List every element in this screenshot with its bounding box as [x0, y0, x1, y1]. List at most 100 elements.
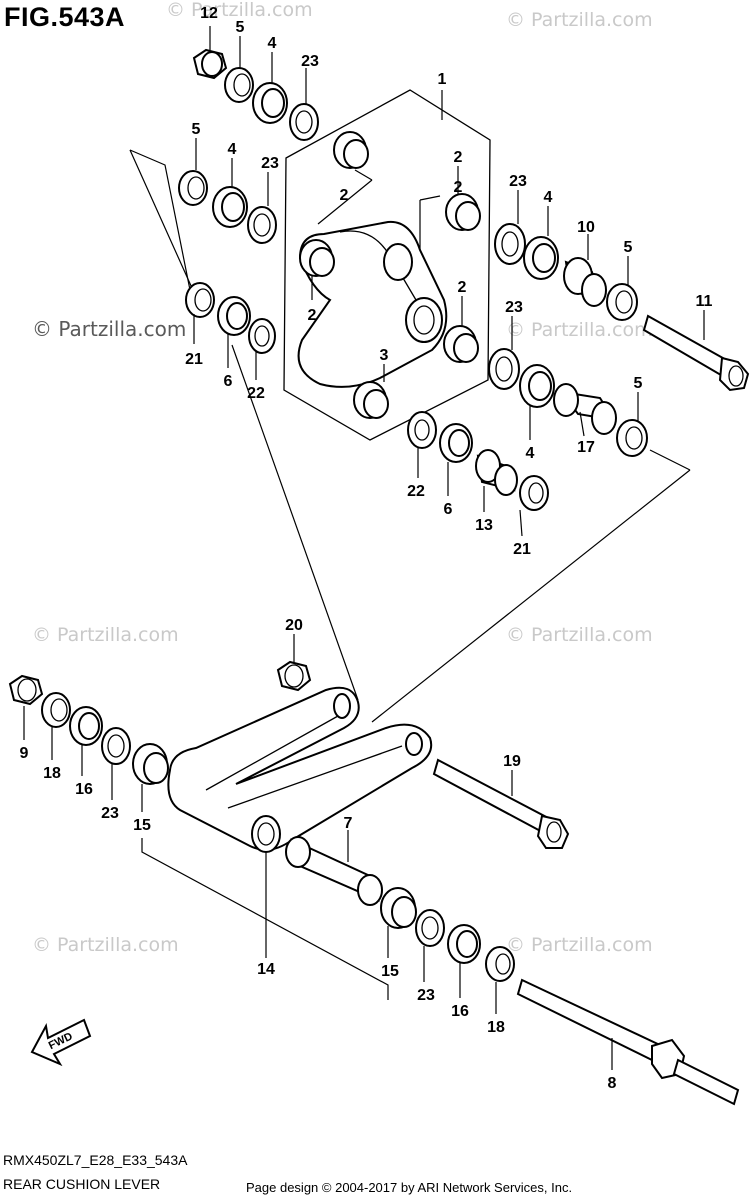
callout-label[interactable]: 22: [247, 385, 265, 402]
cushion-rod-14[interactable]: [167, 686, 433, 853]
callout-label[interactable]: 6: [224, 373, 233, 390]
collar-5-upper[interactable]: [224, 67, 254, 103]
callout-label[interactable]: 2: [340, 187, 349, 204]
callout-label[interactable]: 4: [526, 445, 535, 462]
washer-23-lower-left[interactable]: [101, 727, 131, 765]
bearing-3[interactable]: [353, 381, 389, 419]
nut-20[interactable]: [276, 660, 312, 692]
nut-9[interactable]: [8, 674, 44, 706]
seal-6-right[interactable]: [439, 423, 473, 463]
bearing-2-a[interactable]: [333, 131, 369, 169]
callout-label[interactable]: 8: [608, 1075, 617, 1092]
callout-label[interactable]: 3: [380, 347, 389, 364]
figure-title: FIG.543A: [4, 2, 126, 32]
callout-label[interactable]: 15: [133, 817, 151, 834]
seal-4-right[interactable]: [523, 236, 559, 280]
callout-label[interactable]: 2: [454, 149, 463, 166]
callout-label[interactable]: 9: [20, 745, 29, 762]
callout-label[interactable]: 23: [509, 173, 527, 190]
callout-label[interactable]: 13: [475, 517, 493, 534]
callout-label[interactable]: 16: [75, 781, 93, 798]
bearing-2-b[interactable]: [445, 193, 481, 231]
washer-23-lower-right[interactable]: [415, 909, 445, 947]
callout-label[interactable]: 21: [185, 351, 203, 368]
callout-label[interactable]: 20: [285, 617, 303, 634]
callout-label[interactable]: 6: [444, 501, 453, 518]
callout-label[interactable]: 11: [696, 293, 713, 310]
callout-label[interactable]: 7: [344, 815, 353, 832]
bearing-15-right[interactable]: [380, 887, 417, 929]
callout-label[interactable]: 2: [308, 307, 317, 324]
collar-5-left[interactable]: [178, 170, 208, 206]
washer-22-right[interactable]: [407, 411, 437, 449]
callout-label[interactable]: 18: [487, 1019, 505, 1036]
washer-22-left[interactable]: [248, 318, 276, 354]
cushion-lever-1[interactable]: [297, 220, 448, 388]
bearing-2-d[interactable]: [443, 325, 479, 363]
sleeve-10[interactable]: [563, 257, 607, 307]
seal-16-left[interactable]: [69, 706, 103, 746]
callout-label[interactable]: 10: [577, 219, 595, 236]
callout-label[interactable]: 23: [417, 987, 435, 1004]
callout-label[interactable]: 4: [544, 189, 553, 206]
callout-label[interactable]: 17: [577, 439, 595, 456]
callout-label[interactable]: 18: [43, 765, 61, 782]
seal-6-left[interactable]: [217, 296, 251, 336]
watermark: © Partzilla.com: [506, 9, 653, 31]
collar-18-left[interactable]: [41, 692, 71, 728]
callout-label[interactable]: 5: [236, 19, 245, 36]
callout-label[interactable]: 4: [268, 35, 277, 52]
nut-12[interactable]: [192, 48, 228, 80]
collar-5-right[interactable]: [606, 283, 638, 321]
washer-23-upper[interactable]: [289, 103, 319, 141]
callout-label[interactable]: 2: [458, 279, 467, 296]
watermark: © Partzilla.com: [32, 624, 179, 646]
callout-label[interactable]: 22: [407, 483, 425, 500]
seal-4-left[interactable]: [212, 186, 248, 228]
washer-23-right[interactable]: [494, 223, 526, 265]
watermark: © Partzilla.com: [506, 624, 653, 646]
watermark-layer: © Partzilla.com © Partzilla.com © Partzi…: [32, 0, 653, 956]
callout-label[interactable]: 23: [101, 805, 119, 822]
watermark: © Partzilla.com: [32, 317, 186, 341]
callout-label[interactable]: 12: [200, 5, 218, 22]
callout-label[interactable]: 19: [503, 753, 521, 770]
spacer-21-left[interactable]: [185, 282, 215, 318]
callout-label[interactable]: 1: [438, 71, 447, 88]
bolt-8[interactable]: [516, 978, 740, 1106]
callout-label[interactable]: 2: [454, 179, 463, 196]
seal-4-mid[interactable]: [519, 364, 555, 408]
callout-label[interactable]: 5: [192, 121, 201, 138]
callout-label[interactable]: 5: [634, 375, 643, 392]
callout-label[interactable]: 5: [624, 239, 633, 256]
page-credit: Page design © 2004-2017 by ARI Network S…: [246, 1180, 573, 1195]
callout-label[interactable]: 21: [513, 541, 531, 558]
callout-labels: 12 5 4 23 1 5 4 23 2 2 2 23 4 10 5 11 2 …: [20, 5, 713, 1092]
washer-23-mid[interactable]: [488, 348, 520, 390]
callout-label[interactable]: 23: [505, 299, 523, 316]
callout-label[interactable]: 15: [381, 963, 399, 980]
forward-arrow-icon: FWD: [30, 1018, 92, 1067]
seal-16-right[interactable]: [447, 924, 481, 964]
callout-label[interactable]: 23: [261, 155, 279, 172]
sleeve-17[interactable]: [553, 383, 617, 435]
watermark: © Partzilla.com: [506, 934, 653, 956]
bolt-11[interactable]: [642, 314, 750, 392]
callout-label[interactable]: 4: [228, 141, 237, 158]
bearing-15-left[interactable]: [132, 743, 169, 785]
sleeve-13[interactable]: [475, 449, 518, 496]
callout-label[interactable]: 23: [301, 53, 319, 70]
callout-label[interactable]: 14: [257, 961, 275, 978]
collar-5-mid[interactable]: [616, 419, 648, 457]
sleeve-7[interactable]: [285, 836, 383, 906]
assembly-lines: [129, 149, 691, 1000]
spacer-21-right[interactable]: [519, 475, 549, 511]
callout-label[interactable]: 16: [451, 1003, 469, 1020]
bolt-19[interactable]: [432, 758, 570, 849]
washer-23-left[interactable]: [247, 206, 277, 244]
bearing-2-c[interactable]: [299, 239, 335, 277]
collar-18-right[interactable]: [485, 946, 515, 982]
seal-4-upper[interactable]: [252, 82, 288, 124]
